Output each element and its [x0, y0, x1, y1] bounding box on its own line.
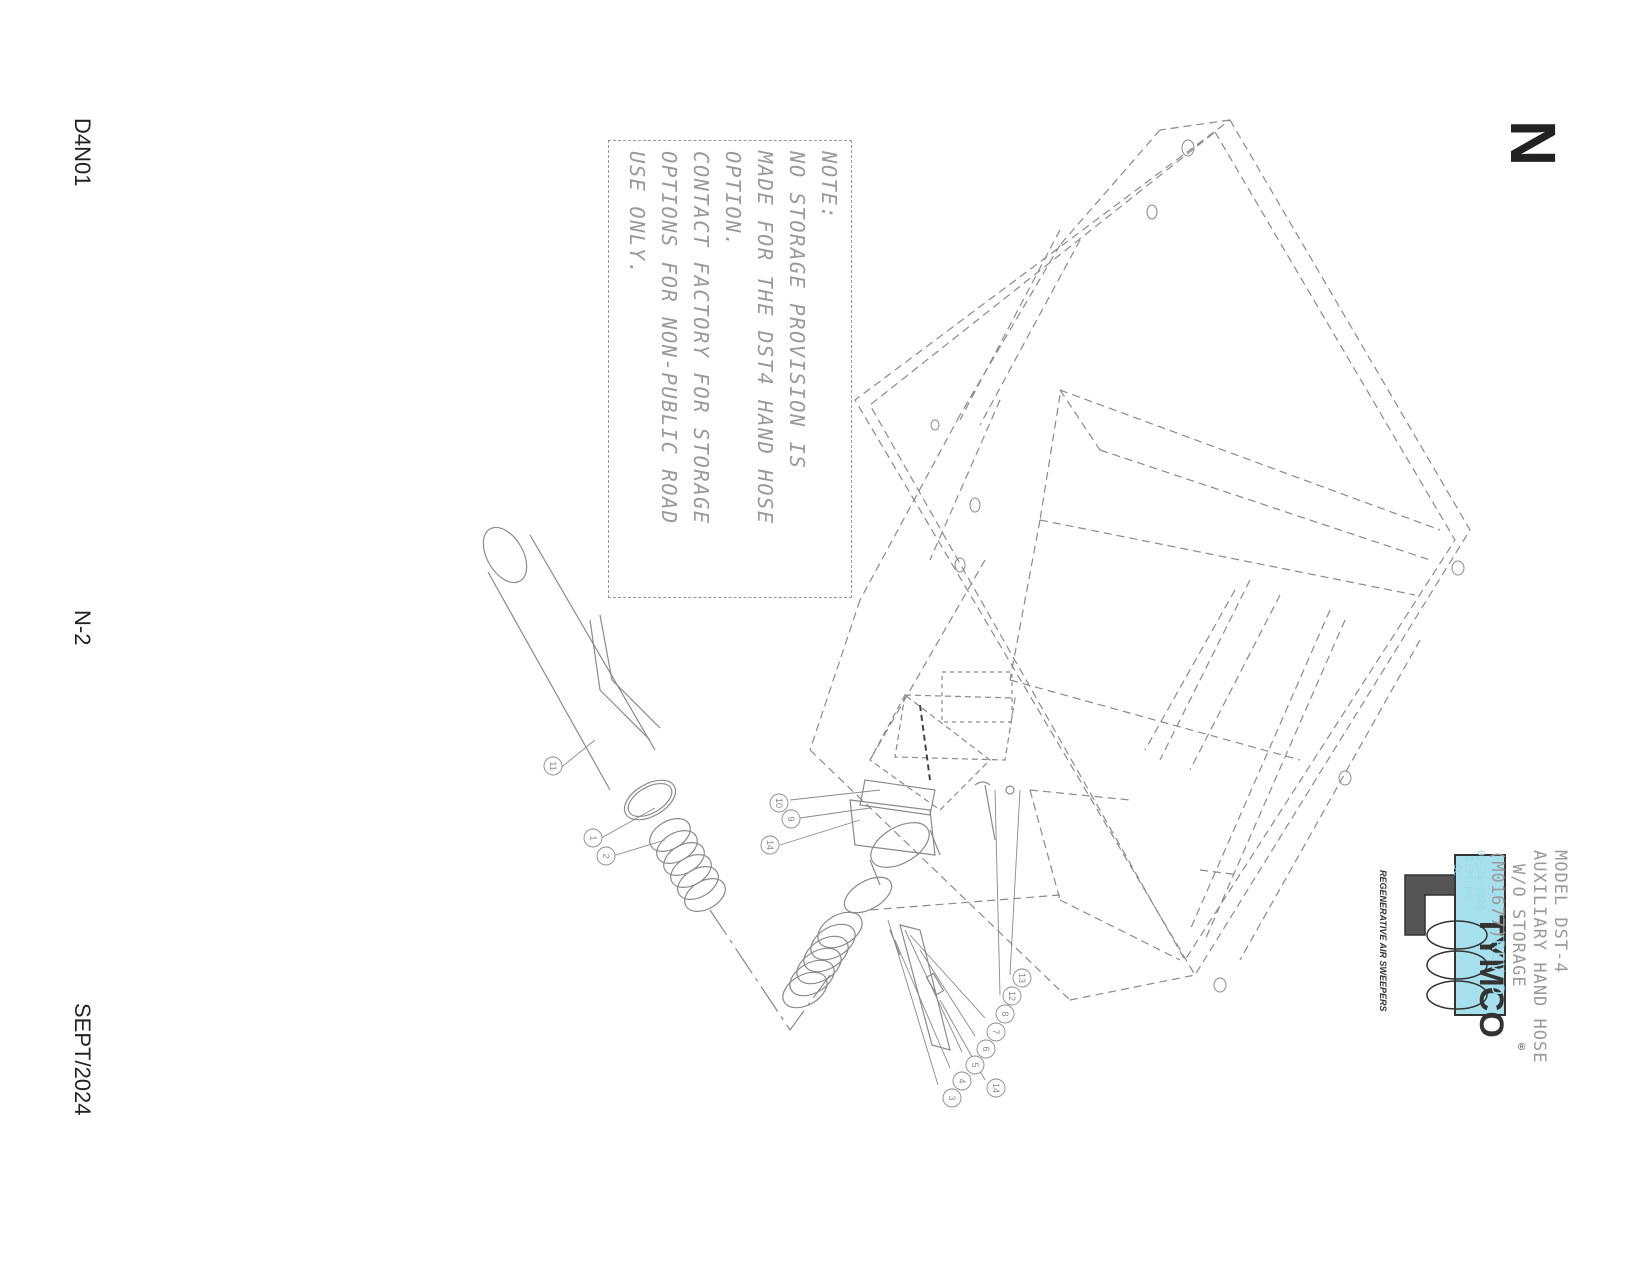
- logo-wordmark: TYMCO: [1472, 915, 1510, 1038]
- callout-label: 4: [957, 1078, 967, 1083]
- chassis-frame: [809, 119, 1471, 1001]
- callout-4: [952, 1071, 972, 1091]
- callout-label: 10: [774, 798, 784, 808]
- callout-14a: [760, 835, 780, 855]
- date-line-3: SC: [1451, 864, 1462, 877]
- tymco-logo: TYMCO: [1404, 854, 1510, 1038]
- callout-label: 9: [786, 816, 796, 821]
- callout-13: [1012, 968, 1032, 988]
- callout-label: 3: [947, 1095, 957, 1100]
- callout-2: [596, 846, 616, 866]
- callout-11: [543, 756, 563, 776]
- date-line-1: 05-21-2024: [1475, 850, 1486, 911]
- model-label: MODEL DST-4: [1550, 850, 1570, 974]
- part-number: (M01677): [1487, 850, 1507, 940]
- callout-label: 6: [981, 1046, 991, 1051]
- callout-label: 5: [970, 1062, 980, 1067]
- callout-label: 1: [588, 835, 598, 840]
- callout-label: 8: [1000, 1011, 1010, 1016]
- callout-12: [1002, 986, 1022, 1006]
- title-line-2: W/O STORAGE: [1508, 864, 1528, 988]
- callout-label: 12: [1007, 991, 1017, 1001]
- callout-label: 11: [548, 761, 558, 770]
- note-box: NOTE: NO STORAGE PROVISION IS MADE FOR T…: [608, 140, 852, 598]
- callout-label: 14: [765, 840, 775, 850]
- callout-7: [986, 1022, 1006, 1042]
- callout-3: [942, 1088, 962, 1108]
- frame-holes: [930, 139, 1465, 993]
- callout-balloons: [543, 756, 1032, 1108]
- date-line-2: 2:31 pm: [1463, 856, 1474, 899]
- registered-mark: ®: [1518, 1042, 1526, 1053]
- callout-10: [769, 793, 789, 813]
- callout-5: [965, 1055, 985, 1075]
- part-number-line: (M01677)REV D: [1486, 850, 1507, 1090]
- callout-label: 13: [1017, 973, 1027, 983]
- mount-box: [849, 671, 1016, 856]
- callout-numbers: 1 2 3 4 5 6 7 8 9 10 11 12 13 14 14: [548, 761, 1027, 1100]
- hose-assembly: [482, 526, 1015, 1051]
- callout-label: 2: [601, 853, 611, 858]
- corrugated-hose-lower: [782, 911, 863, 1009]
- callout-9: [781, 809, 801, 829]
- title-line-1: AUXILIARY HAND HOSE: [1529, 850, 1549, 1064]
- callout-label: 14: [991, 1083, 1001, 1093]
- callout-8: [995, 1004, 1015, 1024]
- revision: REV D: [1487, 939, 1507, 997]
- title-block: MODEL DST-4 AUXILIARY HAND HOSE W/O STOR…: [1370, 850, 1570, 1090]
- leader-lines: [557, 739, 1021, 1086]
- callout-14b: [986, 1078, 1006, 1098]
- corrugated-hose-upper: [649, 818, 726, 912]
- callout-label: 7: [991, 1029, 1001, 1034]
- callout-6: [976, 1039, 996, 1059]
- callout-1: [583, 828, 603, 848]
